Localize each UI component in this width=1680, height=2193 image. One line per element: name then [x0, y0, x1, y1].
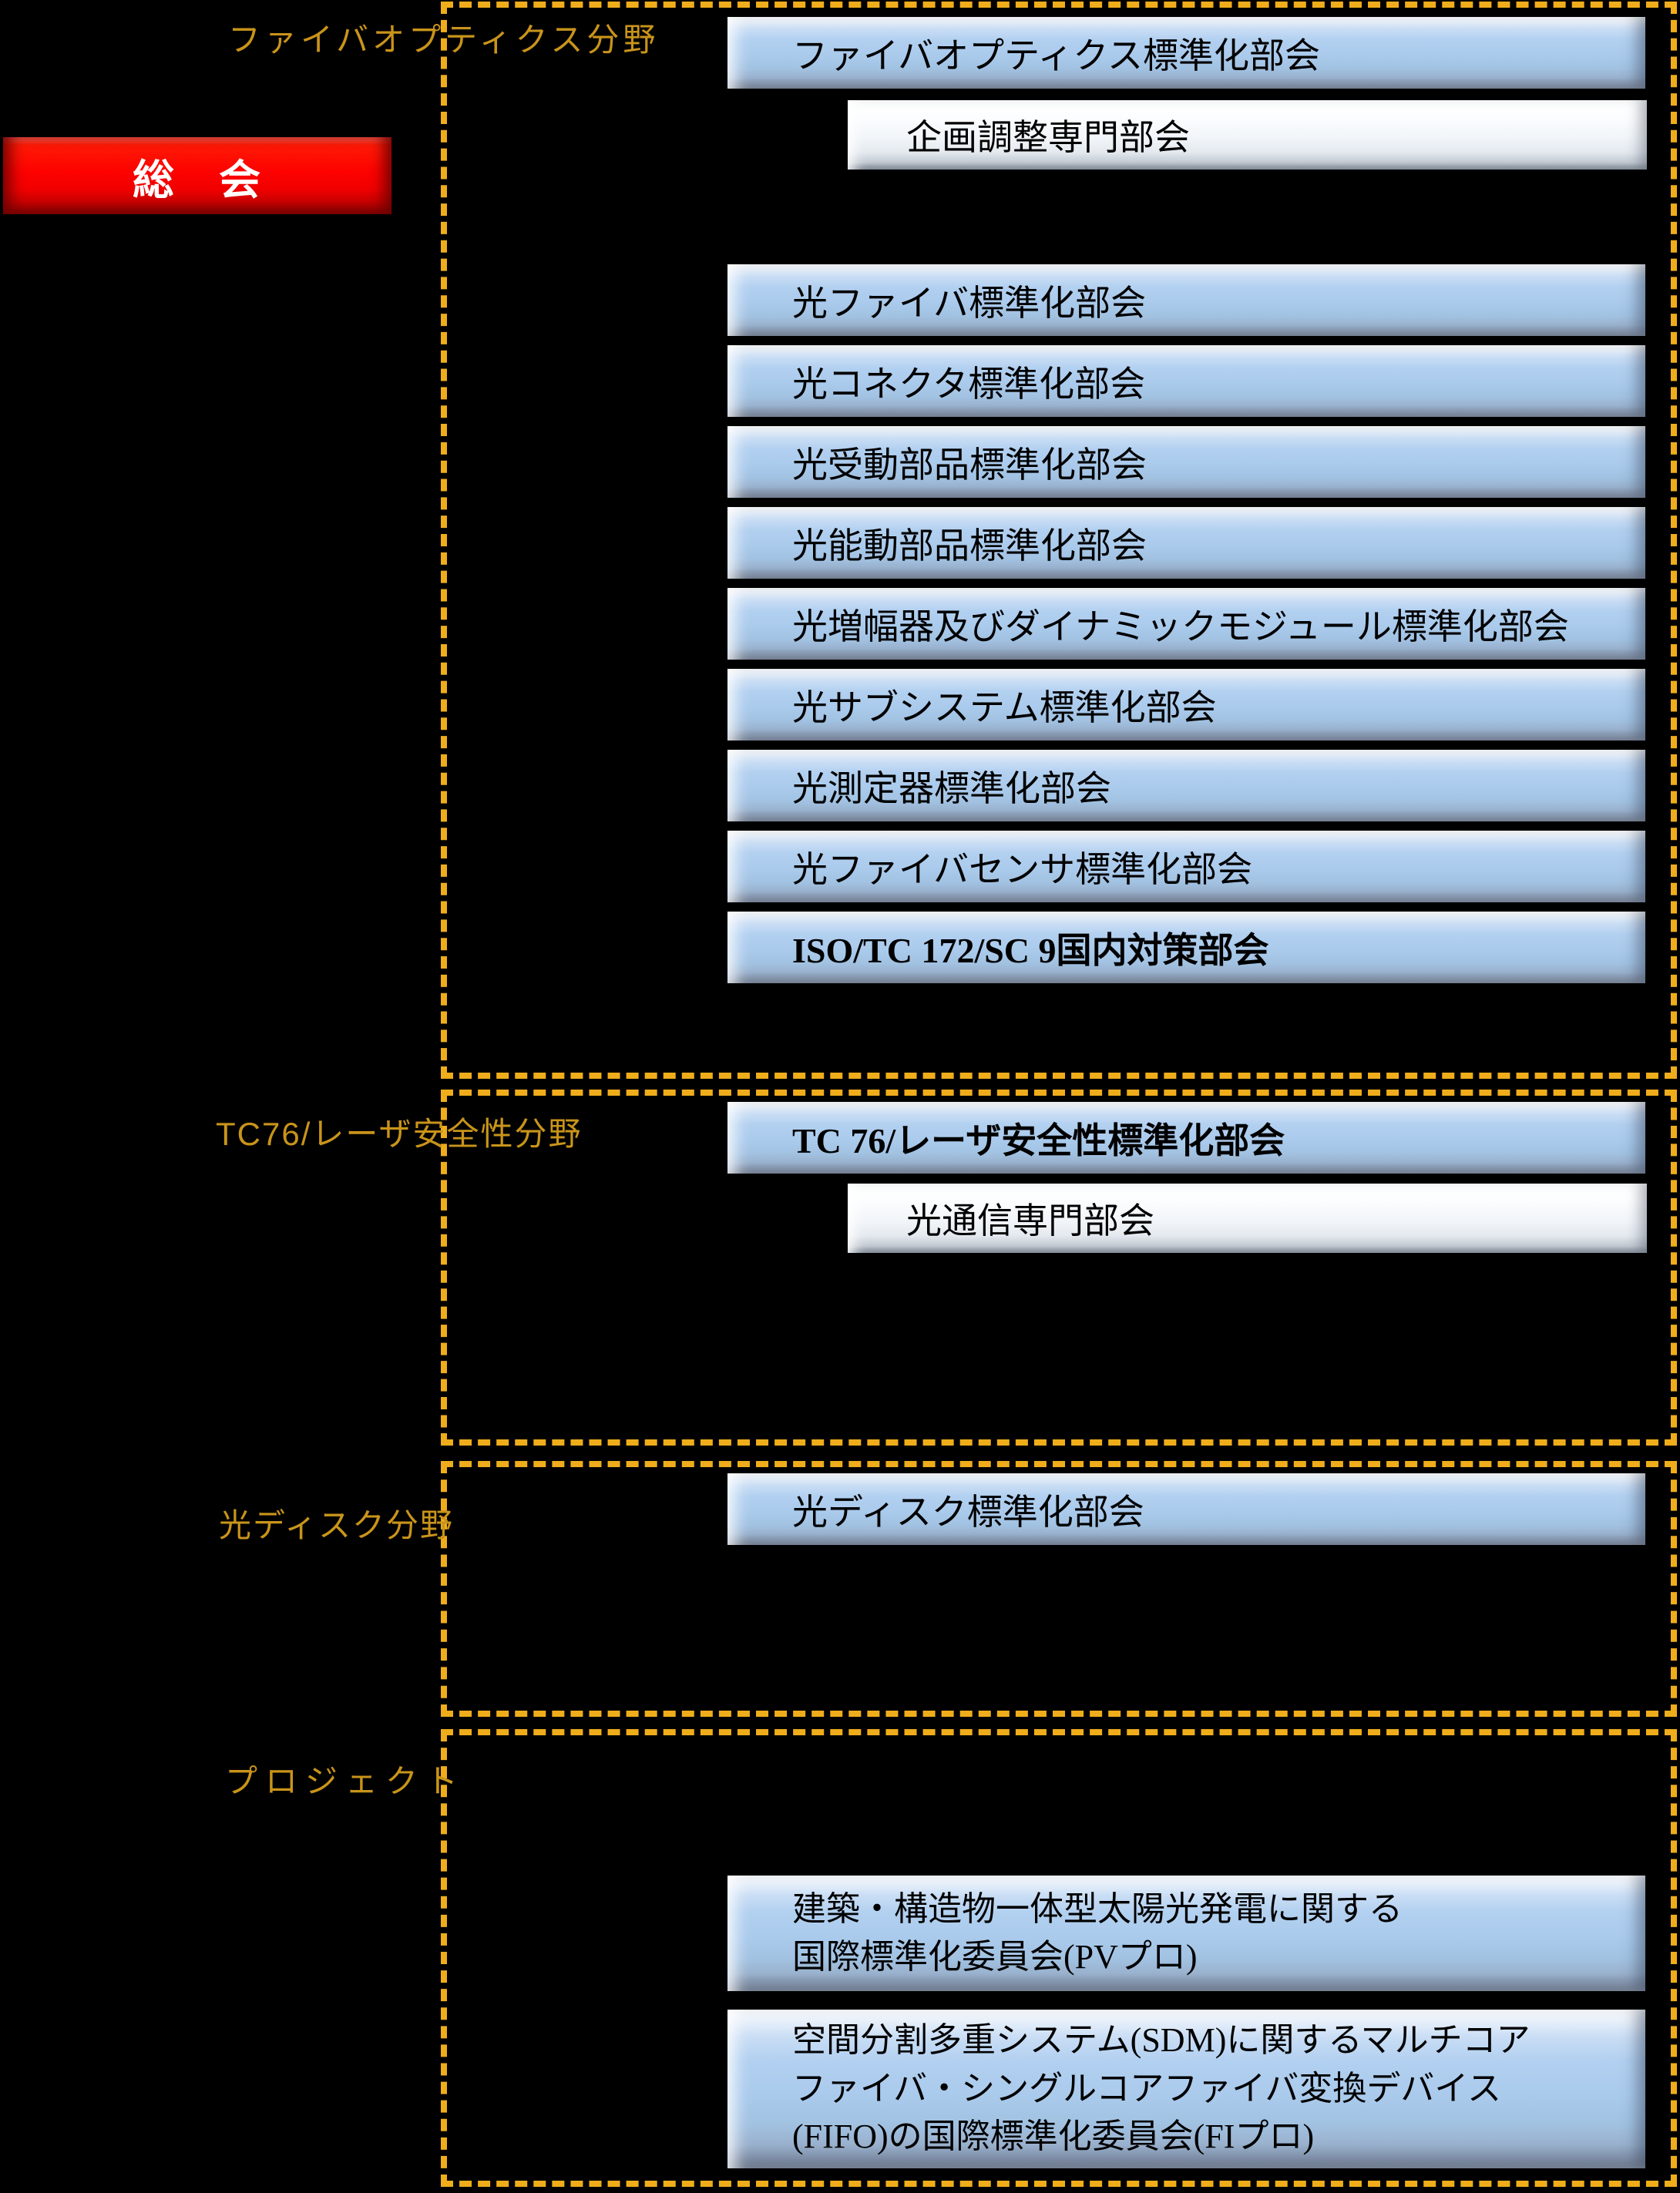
pv-project-line-2: 国際標準化委員会(PVプロ) [792, 1938, 1198, 1976]
committee-box-optical-amplifier-dynamic-module: 光増幅器及びダイナミックモジュール標準化部会 [727, 588, 1645, 660]
committee-box-optical-subsystem: 光サブシステム標準化部会 [727, 669, 1645, 741]
committee-box-fifo-project: 空間分割多重システム(SDM)に関するマルチコア ファイバ・シングルコアファイバ… [727, 2010, 1645, 2168]
committee-box-optical-disk: 光ディスク標準化部会 [727, 1473, 1645, 1545]
committee-box-iso-tc172-sc9: ISO/TC 172/SC 9国内対策部会 [727, 912, 1645, 983]
pv-project-line-1: 建築・構造物一体型太陽光発電に関する [792, 1889, 1403, 1928]
fifo-project-line-1: 空間分割多重システム(SDM)に関するマルチコア [792, 2021, 1530, 2060]
section-border-tc76-laser-safety [441, 1090, 1677, 1446]
subcommittee-box-planning-coordination: 企画調整専門部会 [848, 100, 1647, 170]
section-border-projects [441, 1729, 1677, 2187]
section-label-tc76-laser-safety: TC76/レーザ安全性分野 [216, 1116, 583, 1152]
committee-box-optical-fiber: 光ファイバ標準化部会 [727, 264, 1645, 336]
committee-box-fiber-optics-standardization: ファイバオプティクス標準化部会 [727, 17, 1645, 89]
committee-box-tc76-laser-safety: TC 76/レーザ安全性標準化部会 [727, 1102, 1645, 1174]
general-assembly-box: 総 会 [3, 137, 391, 214]
section-label-fiber-optics: ファイバオプティクス分野 [228, 22, 660, 58]
section-label-optical-disk: 光ディスク分野 [219, 1507, 455, 1543]
committee-box-optical-connector: 光コネクタ標準化部会 [727, 345, 1645, 417]
section-label-projects: プロジェクト [225, 1763, 466, 1799]
committee-box-optical-fiber-sensor: 光ファイバセンサ標準化部会 [727, 831, 1645, 902]
committee-box-pv-project: 建築・構造物一体型太陽光発電に関する 国際標準化委員会(PVプロ) [727, 1876, 1645, 1991]
committee-box-optical-measuring-instruments: 光測定器標準化部会 [727, 750, 1645, 821]
subcommittee-box-optical-communication: 光通信専門部会 [848, 1184, 1647, 1253]
section-border-optical-disk [441, 1461, 1677, 1717]
committee-box-optical-active-components: 光能動部品標準化部会 [727, 507, 1645, 579]
fifo-project-line-3: (FIFO)の国際標準化委員会(FIプロ) [792, 2117, 1315, 2156]
section-border-fiber-optics [441, 2, 1677, 1079]
fifo-project-line-2: ファイバ・シングルコアファイバ変換デバイス [792, 2069, 1502, 2107]
committee-box-optical-passive-components: 光受動部品標準化部会 [727, 426, 1645, 498]
